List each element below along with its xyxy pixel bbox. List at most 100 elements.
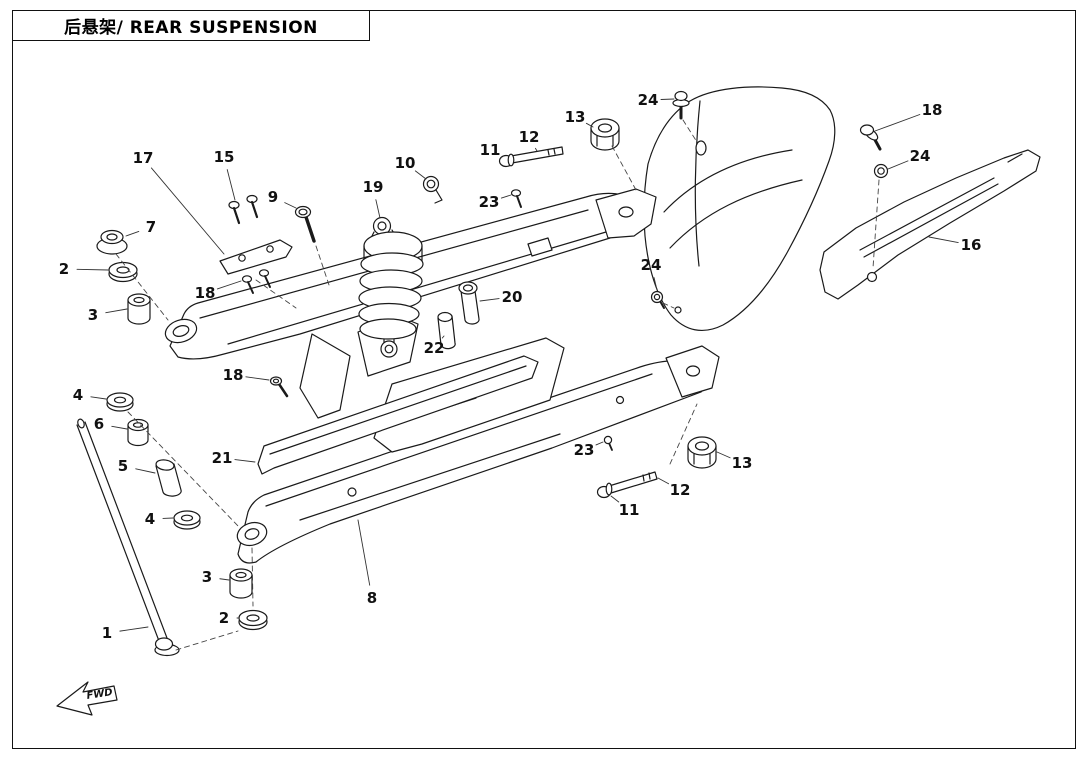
callout-leader-line [226, 169, 236, 201]
part-callout-16: 16 [928, 236, 982, 254]
part-number-label: 24 [910, 147, 931, 165]
assembly-axis-line [682, 119, 698, 143]
hardware-left-upper [96, 229, 151, 325]
part-number-label: 10 [395, 154, 416, 172]
callout-leader-line [660, 98, 675, 100]
assembly-axis-line [175, 630, 239, 651]
callout-leader-line [284, 202, 297, 209]
part-number-label: 1 [102, 624, 112, 642]
callout-leader-line [874, 114, 921, 132]
callout-leader-line [716, 451, 731, 459]
part-callout-24: 24 [887, 147, 931, 170]
part-callout-21: 21 [212, 449, 256, 467]
part-callout-4: 4 [145, 510, 174, 528]
part-callout-11: 11 [480, 141, 502, 159]
part-callout-20: 20 [479, 288, 523, 306]
part-number-label: 23 [574, 441, 595, 459]
part-number-label: 23 [479, 193, 500, 211]
assembly-axis-line [315, 245, 331, 289]
callout-leader-line [219, 578, 230, 581]
page-frame [12, 10, 1076, 749]
rear-fender [643, 86, 836, 332]
callout-leader-line [610, 495, 620, 503]
part-callout-13: 13 [716, 451, 753, 472]
part-callout-18: 18 [874, 101, 943, 132]
assembly-axis-line [255, 279, 297, 309]
callout-leader-line [135, 468, 156, 474]
callout-leader-line [119, 626, 149, 632]
part-number-label: 18 [223, 366, 244, 384]
callout-leader-line [357, 519, 371, 586]
callout-leader-line [245, 376, 270, 381]
part-number-label: 12 [519, 128, 540, 146]
callout-leader-line [111, 425, 128, 430]
callout-leader-line [234, 459, 256, 463]
swingarm-lower-arm [236, 345, 720, 564]
callout-leader-line [653, 277, 658, 291]
part-callout-7: 7 [125, 218, 156, 237]
callout-leader-line [500, 194, 512, 199]
part-number-label: 13 [565, 108, 586, 126]
assembly-axis-line [662, 302, 675, 309]
chain-guard [819, 149, 1041, 300]
part-callout-8: 8 [357, 519, 377, 607]
part-callout-23: 23 [574, 441, 604, 459]
part-number-label: 7 [146, 218, 156, 236]
assembly-axis-line [872, 179, 880, 269]
part-callout-15: 15 [214, 148, 236, 201]
callout-leader-line [887, 160, 909, 170]
assembly-axis-line [251, 547, 254, 607]
assembly-axis-lines [115, 119, 880, 651]
inner-guard-strip [257, 355, 539, 475]
part-number-label: 24 [638, 91, 659, 109]
part-number-label: 4 [145, 510, 155, 528]
part-callout-18: 18 [223, 366, 270, 384]
part-number-label: 11 [480, 141, 501, 159]
part-callout-24: 24 [638, 91, 675, 109]
part-callout-19: 19 [363, 178, 384, 219]
part-callout-2: 2 [59, 260, 109, 278]
part-number-label: 2 [219, 609, 229, 627]
callout-leader-line [216, 280, 242, 290]
part-number-label: 6 [94, 415, 104, 433]
part-number-label: 18 [195, 284, 216, 302]
part-callout-12: 12 [519, 128, 540, 152]
part-number-label: 19 [363, 178, 384, 196]
part-number-label: 3 [88, 306, 98, 324]
part-number-label: 20 [502, 288, 523, 306]
callout-leader-line [76, 268, 109, 271]
part-callout-1: 1 [102, 624, 149, 642]
part-number-label: 9 [268, 188, 278, 206]
part-callout-17: 17 [133, 149, 225, 255]
shock-absorber [358, 216, 424, 358]
part-callout-23: 23 [479, 193, 512, 211]
callout-leader-line [441, 335, 445, 339]
callout-leader-line [479, 298, 500, 302]
callout-leader-line [534, 147, 538, 152]
part-callout-11: 11 [610, 495, 640, 519]
part-callout-24: 24 [641, 256, 662, 291]
part-number-label: 24 [641, 256, 662, 274]
part-number-label: 18 [922, 101, 943, 119]
part-number-label: 4 [73, 386, 83, 404]
part-number-label: 3 [202, 568, 212, 586]
hardware-left-lower [106, 392, 268, 631]
part-number-label: 5 [118, 457, 128, 475]
callout-leader-line [928, 236, 959, 244]
part-number-label: 16 [961, 236, 982, 254]
part-number-label: 13 [732, 454, 753, 472]
part-callout-10: 10 [395, 154, 427, 180]
part-callout-13: 13 [565, 108, 594, 128]
part-number-label: 11 [619, 501, 640, 519]
part-callout-22: 22 [424, 335, 445, 357]
part-callout-12: 12 [657, 477, 690, 499]
part-number-label: 17 [133, 149, 154, 167]
part-number-label: 22 [424, 339, 445, 357]
fwd-indicator: FWD [56, 681, 118, 716]
callout-leader-line [595, 441, 604, 446]
assembly-axis-line [115, 253, 169, 321]
callout-leader-line [90, 396, 107, 400]
